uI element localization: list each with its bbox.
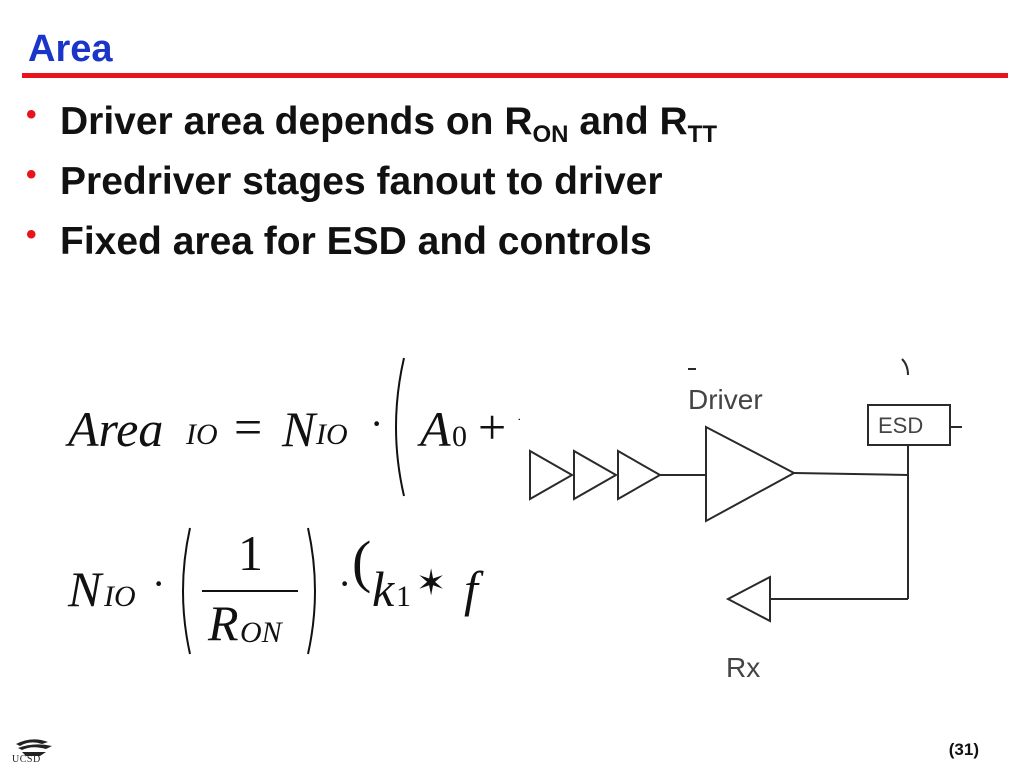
eq2-dot: · [152, 561, 166, 606]
eq-area-symbol: Area [68, 401, 164, 457]
eq2-right-paren-icon [307, 527, 316, 655]
title-divider [22, 73, 1008, 78]
bullet-list: • Driver area depends on RON and RTT • P… [24, 93, 717, 273]
diagram-artifact-arc [901, 358, 909, 376]
eq2-n-symbol: N [68, 561, 102, 617]
eq-n-symbol: N [282, 401, 316, 457]
eq2-star-icon: ✶ [416, 563, 447, 603]
predriver-buffer-2-icon [573, 449, 619, 501]
bullet-item-fixed-area: • Fixed area for ESD and controls [24, 213, 717, 273]
slide-title: Area [28, 28, 113, 70]
io-driver-diagram: Driver ESD Rx [520, 358, 980, 695]
bullet-item-driver-area: • Driver area depends on RON and RTT [24, 93, 717, 153]
ucsd-logo-icon [16, 739, 52, 756]
driver-buffer-icon [705, 425, 797, 523]
predriver-buffer-3-icon [617, 449, 663, 501]
eq2-k-subscript: 1 [396, 580, 411, 613]
bullet-subscript-on: ON [532, 121, 569, 148]
eq-plus: + [478, 399, 507, 455]
eq2-k-symbol: k [372, 561, 395, 617]
eq-a0-subscript: 0 [452, 420, 467, 453]
eq2-left-paren-icon [182, 527, 191, 655]
eq2-den-subscript: ON [240, 616, 282, 649]
driver-label: Driver [688, 384, 763, 415]
bullet-subscript-tt: TT [687, 121, 717, 148]
eq-equals: = [234, 399, 263, 455]
receiver-label: Rx [726, 652, 760, 683]
eq2-n-subscript: IO [104, 580, 136, 613]
bullet-text: Fixed area for ESD and controls [60, 220, 652, 263]
page-number: (31) [948, 740, 979, 759]
eq-left-paren-icon [395, 357, 405, 497]
receiver-buffer-icon [725, 575, 771, 623]
bullet-dot-icon: • [26, 98, 37, 131]
bullet-text-mid: and R [568, 100, 688, 143]
bullet-text: Driver area depends on R [60, 100, 533, 143]
eq2-open-paren: ( [352, 529, 372, 594]
eq-dot: · [370, 401, 384, 446]
eq-n-subscript: IO [316, 418, 348, 451]
eq2-fraction-bar [202, 590, 298, 592]
eq2-f-symbol: f [464, 561, 478, 617]
esd-block [867, 404, 951, 446]
eq2-dot2: · [338, 561, 352, 606]
bullet-item-predriver: • Predriver stages fanout to driver [24, 153, 717, 213]
eq2-numerator: 1 [238, 525, 263, 581]
area-equation: Area IO = N IO · A 0 + - N IO · 1 R ON ·… [0, 340, 560, 680]
ucsd-logo-text: UCSD [12, 754, 41, 765]
eq-area-subscript: IO [186, 418, 218, 451]
predriver-buffer-1-icon [529, 449, 575, 501]
bullet-dot-icon: • [26, 218, 37, 251]
predriver-chain [529, 449, 706, 501]
esd-label: ESD [878, 413, 923, 438]
bullet-text: Predriver stages fanout to driver [60, 160, 663, 203]
eq2-den-r: R [208, 595, 239, 651]
bullet-dot-icon: • [26, 158, 37, 191]
driver-output-wire [793, 472, 909, 476]
eq-a0-symbol: A [420, 401, 451, 457]
